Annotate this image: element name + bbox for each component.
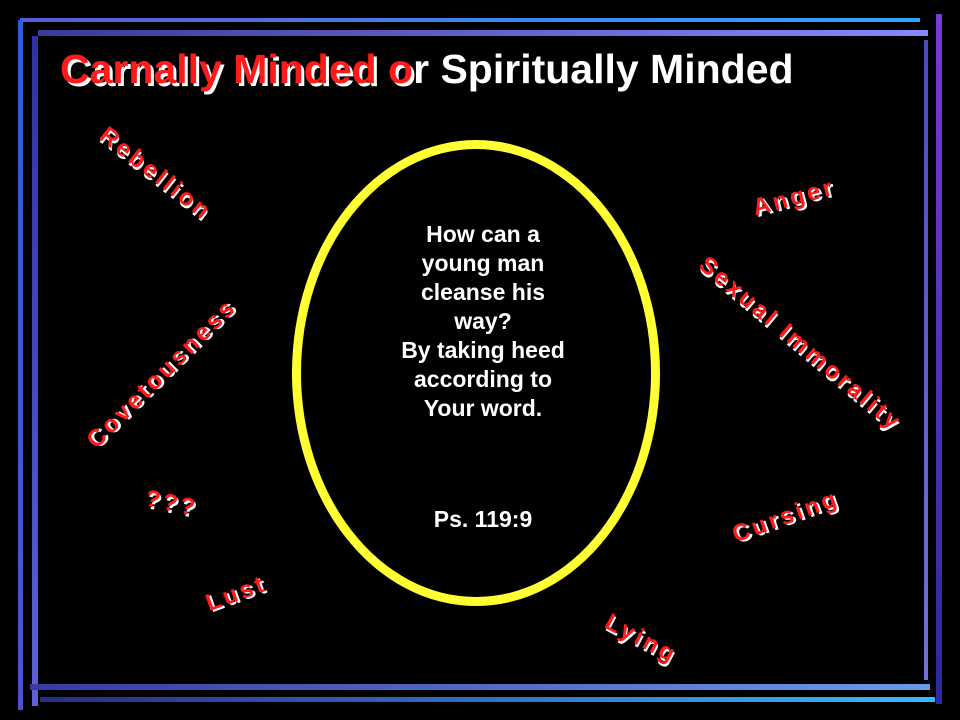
verse-line: cleanse his	[420, 279, 546, 305]
slide-title: Carnally Minded or Spiritually Minded	[60, 46, 794, 93]
title-white-part: r Spiritually Minded	[413, 46, 794, 92]
verse-line: way?	[454, 308, 512, 334]
sin-rebellion: Rebellion	[94, 121, 218, 226]
sin-covetousness: Covetousness	[81, 293, 242, 454]
sin-lust: Lust	[202, 570, 271, 617]
frame-bottom-inner	[40, 697, 935, 702]
frame-left-inner	[32, 36, 38, 706]
verse-line: How can a	[426, 221, 540, 247]
verse-line: young man	[421, 250, 545, 276]
verse-line: Your word.	[423, 395, 543, 421]
sin-lying: Lying	[600, 608, 683, 669]
sin-anger: Anger	[749, 173, 839, 222]
verse-line: according to	[413, 366, 552, 392]
center-ellipse	[292, 140, 660, 606]
frame-top-inner	[38, 30, 928, 36]
title-red-part: Carnally Minded o	[60, 46, 414, 92]
frame-top-outer	[20, 18, 920, 22]
frame-right-inner	[924, 40, 928, 680]
sin-unknown: ???	[142, 484, 201, 523]
frame-right-outer	[936, 14, 942, 704]
frame-bottom-outer	[30, 684, 930, 690]
verse-reference: Ps. 119:9	[433, 506, 533, 532]
verse-line: By taking heed	[401, 337, 565, 363]
sin-cursing: Cursing	[728, 484, 843, 549]
sin-sexual-immorality: Sexual Immorality	[693, 250, 908, 437]
frame-left-outer	[18, 20, 23, 710]
verse-text: How can a young man cleanse his way? By …	[352, 220, 614, 423]
